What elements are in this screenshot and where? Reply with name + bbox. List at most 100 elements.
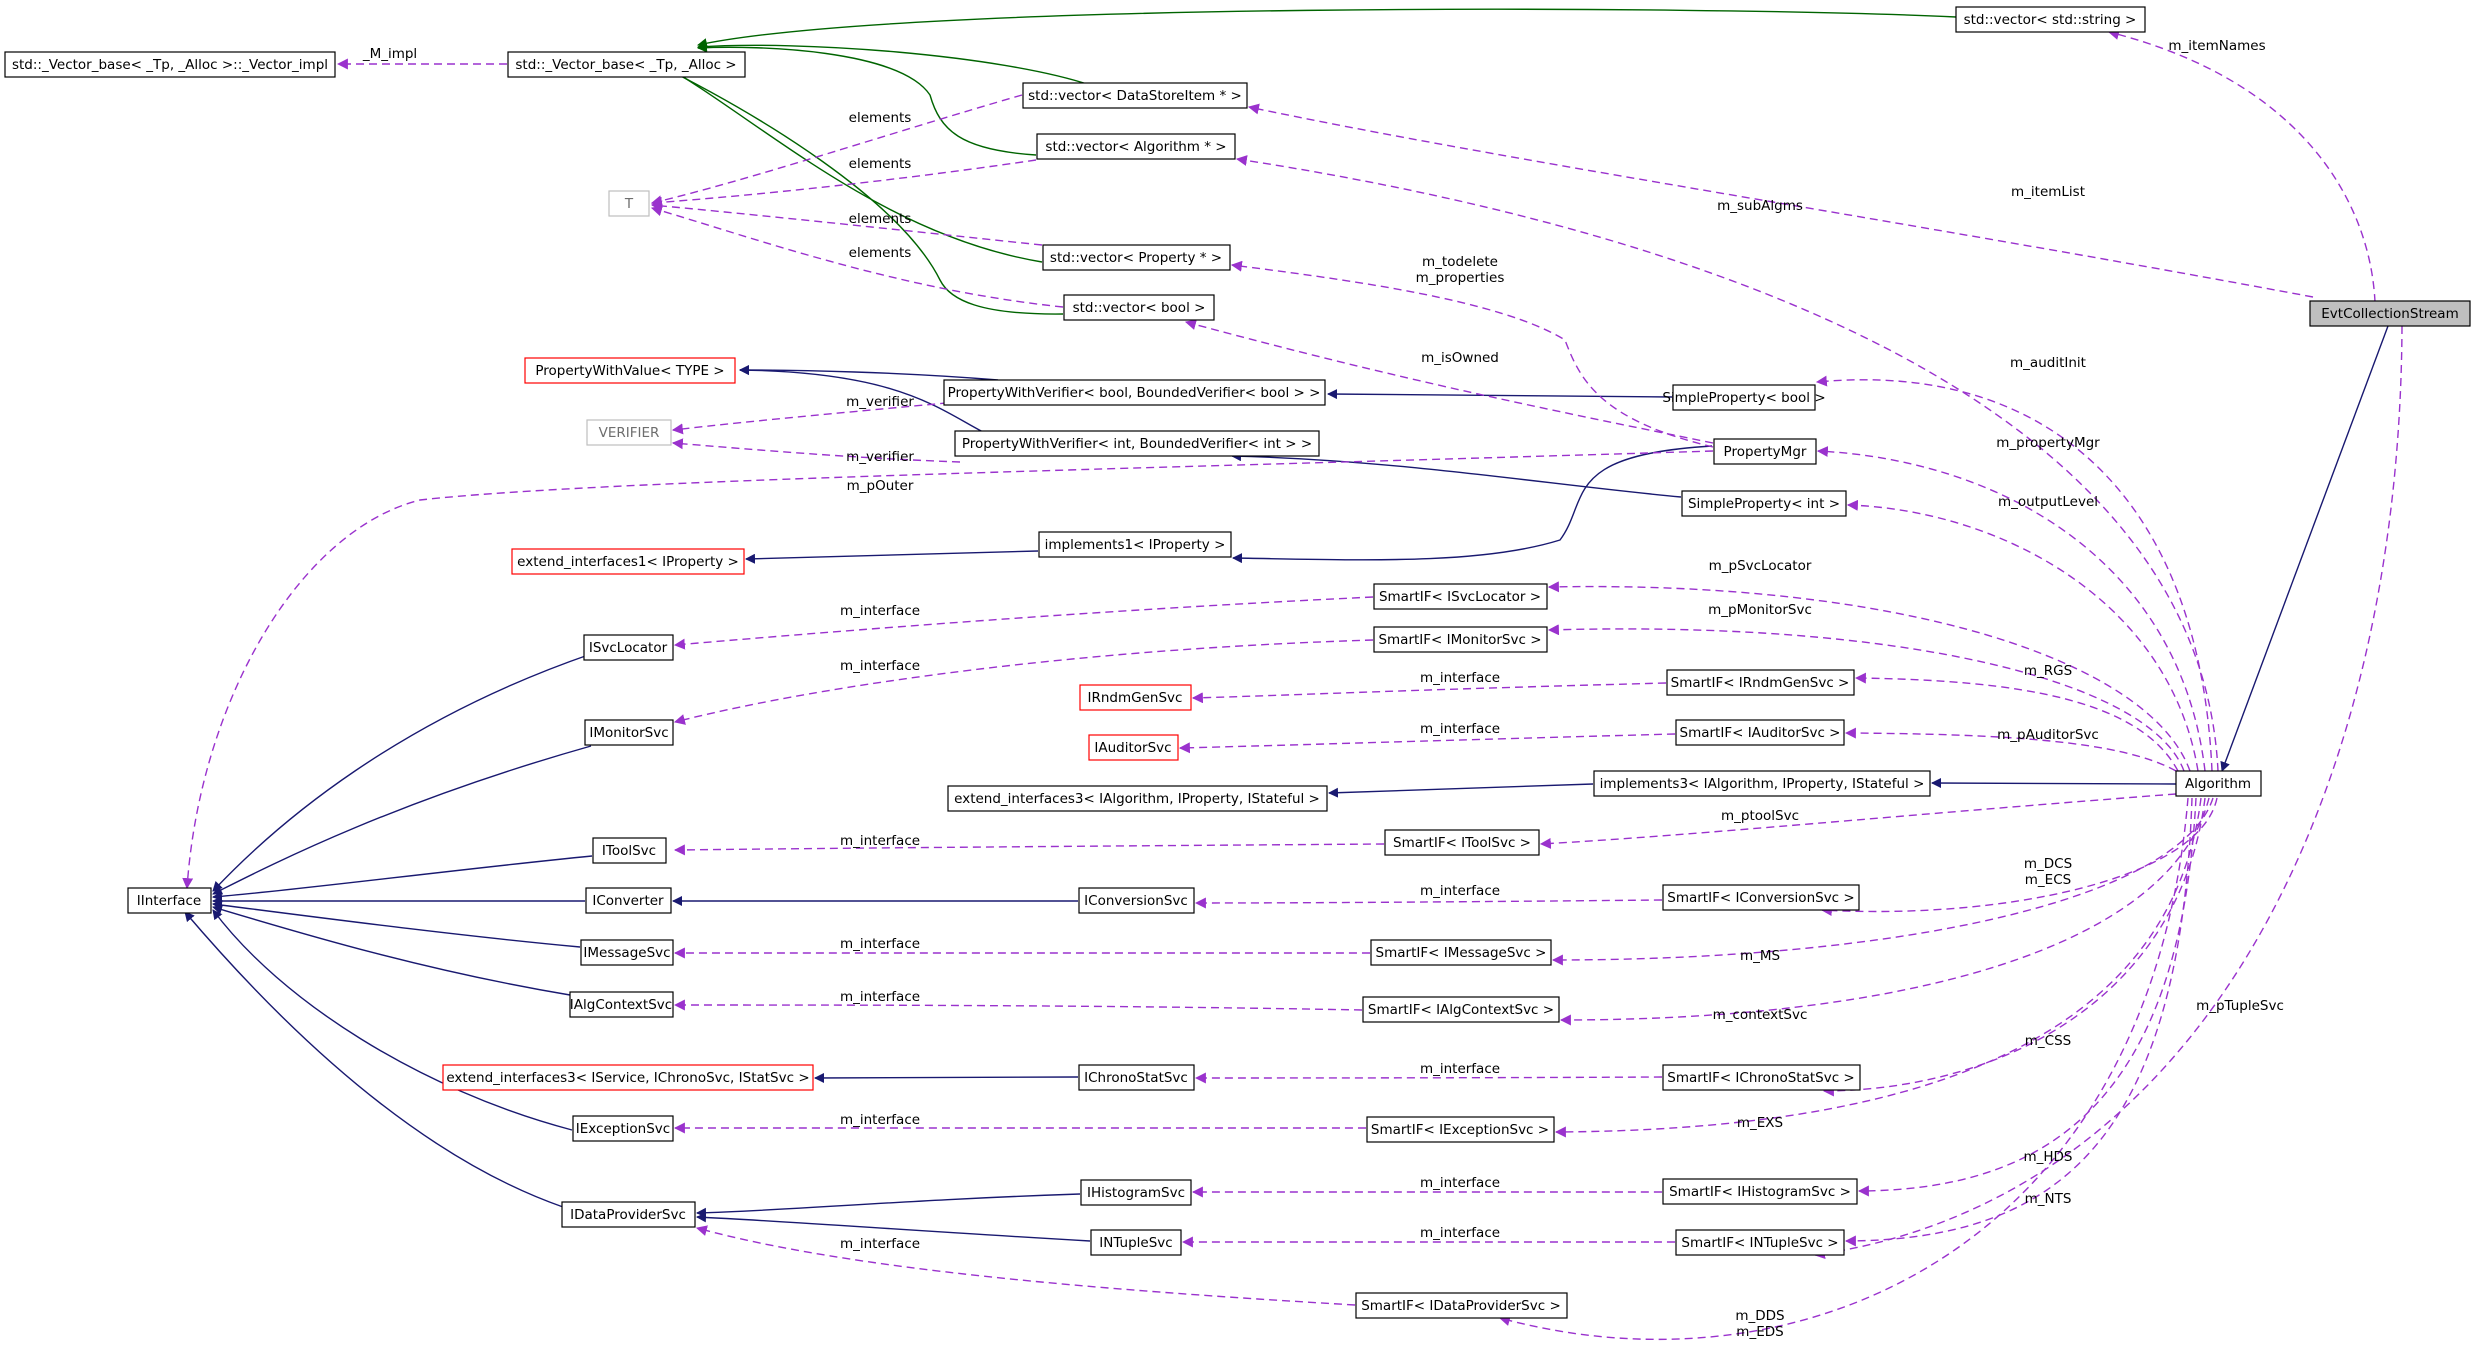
node-vector-datastoreitem[interactable]: std::vector< DataStoreItem * > xyxy=(1022,82,1248,109)
node-smartif-intuplesvc[interactable]: SmartIF< INTupleSvc > xyxy=(1675,1229,1845,1256)
node-iexceptionsvc[interactable]: IExceptionSvc xyxy=(572,1115,674,1142)
node-iauditorsvc[interactable]: IAuditorSvc xyxy=(1088,734,1179,761)
node-itoolsvc[interactable]: IToolSvc xyxy=(592,837,667,864)
node-vector-algorithm[interactable]: std::vector< Algorithm * > xyxy=(1036,133,1236,160)
node-propertymgr[interactable]: PropertyMgr xyxy=(1713,438,1817,465)
node-algorithm[interactable]: Algorithm xyxy=(2175,770,2262,797)
edge-imonitorsvc-to-iinterface xyxy=(212,745,592,895)
edge-vector-algorithm-to-base xyxy=(697,42,1037,156)
label-m-ms: m_MS xyxy=(1740,948,1780,964)
edge-ichronostatsvc-to-ext3 xyxy=(814,1072,1079,1083)
edges xyxy=(182,8,2403,1341)
label-m-eds: m_EDS xyxy=(1736,1324,1783,1340)
label-m-pmonitorsvc: m_pMonitorSvc xyxy=(1708,602,1812,618)
label-m-interface-monitor: m_interface xyxy=(840,658,920,674)
edge-m-pauditorsvc xyxy=(1844,727,2177,772)
label-m-todelete: m_todelete xyxy=(1422,254,1498,270)
svg-text:IHistogramSvc: IHistogramSvc xyxy=(1087,1185,1185,1201)
label-m-interface-rndm: m_interface xyxy=(1420,670,1500,686)
svg-text:SmartIF< IAuditorSvc >: SmartIF< IAuditorSvc > xyxy=(1680,725,1841,741)
node-smartif-ichronostatsvc[interactable]: SmartIF< IChronoStatSvc > xyxy=(1662,1064,1861,1091)
label-m-pouter: m_pOuter xyxy=(847,478,914,494)
svg-text:extend_interfaces1< IProperty: extend_interfaces1< IProperty > xyxy=(517,554,739,570)
svg-text:std::vector< std::string >: std::vector< std::string > xyxy=(1964,12,2137,28)
edge-m-contextsvc xyxy=(1559,797,2210,1026)
node-vector-base[interactable]: std::_Vector_base< _Tp, _Alloc > xyxy=(507,51,746,78)
edge-elements-2 xyxy=(650,159,1037,208)
label-m-interface-hist: m_interface xyxy=(1420,1175,1500,1191)
edge-m-verifier-2 xyxy=(671,438,961,463)
node-smartif-imonitorsvc[interactable]: SmartIF< IMonitorSvc > xyxy=(1373,626,1548,653)
node-propertywithverifier-bool[interactable]: PropertyWithVerifier< bool, BoundedVerif… xyxy=(943,379,1326,406)
node-simpleproperty-int[interactable]: SimpleProperty< int > xyxy=(1681,490,1847,517)
svg-text:extend_interfaces3< IAlgorithm: extend_interfaces3< IAlgorithm, IPropert… xyxy=(954,791,1320,807)
node-ihistogramsvc[interactable]: IHistogramSvc xyxy=(1080,1179,1192,1206)
node-T[interactable]: T xyxy=(608,190,650,217)
label-m-outputlevel: m_outputLevel xyxy=(1998,494,2098,510)
node-verifier[interactable]: VERIFIER xyxy=(586,419,672,446)
nodes: EvtCollectionStream Algorithm std::_Vect… xyxy=(4,6,2471,1319)
node-vector-base-impl[interactable]: std::_Vector_base< _Tp, _Alloc >::_Vecto… xyxy=(4,51,336,78)
svg-text:std::vector< bool >: std::vector< bool > xyxy=(1073,300,1206,316)
node-propertywithvalue-type[interactable]: PropertyWithValue< TYPE > xyxy=(524,357,736,384)
label-m-itemnames: m_itemNames xyxy=(2168,38,2265,54)
node-smartif-iauditorsvc[interactable]: SmartIF< IAuditorSvc > xyxy=(1675,719,1845,746)
node-extend-interfaces3-ialgorithm[interactable]: extend_interfaces3< IAlgorithm, IPropert… xyxy=(947,785,1328,812)
label-elements-3: elements xyxy=(849,211,912,227)
node-implements1-iproperty[interactable]: implements1< IProperty > xyxy=(1038,531,1232,558)
node-smartif-iconversionsvc[interactable]: SmartIF< IConversionSvc > xyxy=(1662,884,1860,911)
label-m-itemlist: m_itemList xyxy=(2011,184,2085,200)
svg-text:VERIFIER: VERIFIER xyxy=(599,425,660,441)
label-m-ecs: m_ECS xyxy=(2025,872,2071,888)
node-vector-string[interactable]: std::vector< std::string > xyxy=(1955,6,2146,33)
node-smartif-iexceptionsvc[interactable]: SmartIF< IExceptionSvc > xyxy=(1366,1116,1555,1143)
edge-m-todelete-properties xyxy=(1230,260,1714,448)
svg-text:std::_Vector_base< _Tp, _Alloc: std::_Vector_base< _Tp, _Alloc >::_Vecto… xyxy=(12,57,328,73)
edge-ialgcontextsvc-to-iinterface xyxy=(212,904,571,996)
node-extend-interfaces1-iproperty[interactable]: extend_interfaces1< IProperty > xyxy=(511,548,745,575)
node-idataprovidersvc[interactable]: IDataProviderSvc xyxy=(561,1201,696,1228)
node-imessagesvc[interactable]: IMessageSvc xyxy=(580,939,674,966)
node-ialgcontextsvc[interactable]: IAlgContextSvc xyxy=(569,991,674,1018)
node-iinterface[interactable]: IInterface xyxy=(127,887,212,914)
svg-text:SmartIF< IToolSvc >: SmartIF< IToolSvc > xyxy=(1393,835,1531,851)
node-evtcollectionstream[interactable]: EvtCollectionStream xyxy=(2309,300,2471,327)
edge-m-isowned xyxy=(1184,319,1714,444)
node-smartif-isvclocator[interactable]: SmartIF< ISvcLocator > xyxy=(1373,583,1548,610)
svg-text:IAuditorSvc: IAuditorSvc xyxy=(1094,740,1171,756)
node-extend-interfaces3-iservice[interactable]: extend_interfaces3< IService, IChronoSvc… xyxy=(442,1064,814,1091)
node-smartif-ialgcontextsvc[interactable]: SmartIF< IAlgContextSvc > xyxy=(1362,996,1560,1023)
edge-ihistogramsvc-to-idataprovider xyxy=(696,1193,1081,1218)
label-m-interface-svcloc: m_interface xyxy=(840,603,920,619)
node-vector-property[interactable]: std::vector< Property * > xyxy=(1042,244,1231,271)
edge-vector-property-to-base xyxy=(659,62,1043,263)
svg-text:std::_Vector_base< _Tp, _Alloc: std::_Vector_base< _Tp, _Alloc > xyxy=(515,57,736,73)
label-elements-2: elements xyxy=(849,156,912,172)
node-iconverter[interactable]: IConverter xyxy=(585,887,672,914)
label-m-nts: m_NTS xyxy=(2025,1191,2072,1207)
node-propertywithverifier-int[interactable]: PropertyWithVerifier< int, BoundedVerifi… xyxy=(954,430,1320,457)
node-isvclocator[interactable]: ISvcLocator xyxy=(583,634,674,661)
node-simpleproperty-bool[interactable]: SimpleProperty< bool > xyxy=(1662,384,1826,411)
node-vector-bool[interactable]: std::vector< bool > xyxy=(1063,294,1215,321)
label-m-css: m_CSS xyxy=(2025,1033,2071,1049)
edge-idataprovider-to-iinterface xyxy=(184,911,564,1208)
node-irndmgensvc[interactable]: IRndmGenSvc xyxy=(1079,684,1192,711)
node-smartif-itoolsvc[interactable]: SmartIF< IToolSvc > xyxy=(1384,829,1540,856)
node-imonitorsvc[interactable]: IMonitorSvc xyxy=(584,719,674,746)
label-m-isowned: m_isOwned xyxy=(1421,350,1499,366)
svg-text:IExceptionSvc: IExceptionSvc xyxy=(576,1121,670,1137)
node-iconversionsvc[interactable]: IConversionSvc xyxy=(1078,887,1195,914)
node-smartif-imessagesvc[interactable]: SmartIF< IMessageSvc > xyxy=(1370,939,1552,966)
label-m-ptoolsvc: m_ptoolSvc xyxy=(1721,808,1799,824)
node-smartif-ihistogramsvc[interactable]: SmartIF< IHistogramSvc > xyxy=(1662,1178,1858,1205)
edge-m-interface-algctx xyxy=(673,999,1363,1011)
svg-text:SmartIF< IExceptionSvc >: SmartIF< IExceptionSvc > xyxy=(1371,1122,1549,1138)
node-ichronostatsvc[interactable]: IChronoStatSvc xyxy=(1078,1064,1195,1091)
node-implements3-ialgorithm[interactable]: implements3< IAlgorithm, IProperty, ISta… xyxy=(1593,770,1931,797)
node-smartif-idataprovidersvc[interactable]: SmartIF< IDataProviderSvc > xyxy=(1355,1292,1568,1319)
node-intuplesvc[interactable]: INTupleSvc xyxy=(1090,1229,1182,1256)
label-m-dds: m_DDS xyxy=(1735,1308,1784,1324)
node-smartif-irndmgensvc[interactable]: SmartIF< IRndmGenSvc > xyxy=(1666,669,1855,696)
edge-m-interface-conv xyxy=(1194,897,1663,909)
